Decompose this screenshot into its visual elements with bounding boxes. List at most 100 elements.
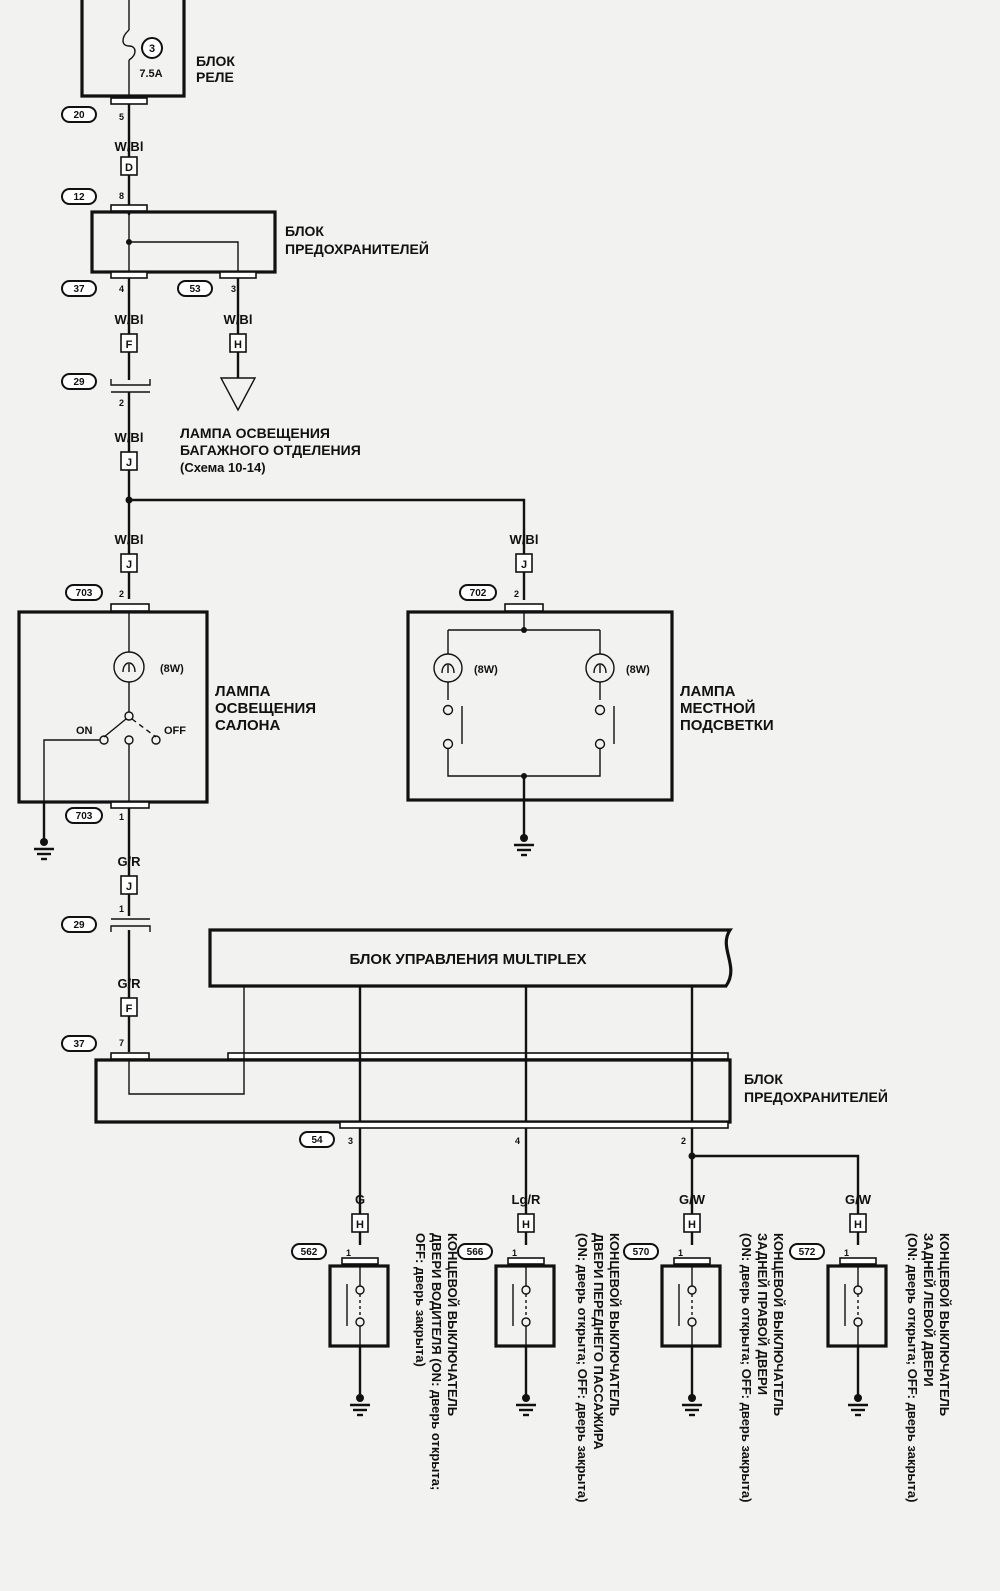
connector-12: 12: [61, 188, 97, 205]
svg-text:БЛОК УПРАВЛЕНИЯ MULTIPLEX: БЛОК УПРАВЛЕНИЯ MULTIPLEX: [350, 951, 587, 968]
svg-text:(ON: дверь открыта; OFF: дверь: (ON: дверь открыта; OFF: дверь закрыта): [739, 1233, 754, 1502]
svg-text:ЛАМПА: ЛАМПА: [215, 683, 271, 700]
svg-text:ON: ON: [76, 725, 93, 737]
svg-text:J: J: [126, 881, 132, 893]
svg-text:H: H: [522, 1219, 530, 1231]
multiplex-control-unit: БЛОК УПРАВЛЕНИЯ MULTIPLEX: [208, 928, 733, 988]
svg-text:САЛОНА: САЛОНА: [215, 717, 280, 734]
svg-text:(8W): (8W): [160, 663, 184, 675]
svg-text:КОНЦЕВОЙ ВЫКЛЮЧАТЕЛЬ: КОНЦЕВОЙ ВЫКЛЮЧАТЕЛЬ: [937, 1233, 952, 1416]
svg-text:W/Bl: W/Bl: [510, 532, 539, 547]
svg-text:ПОДСВЕТКИ: ПОДСВЕТКИ: [680, 717, 774, 734]
svg-text:H: H: [854, 1219, 862, 1231]
svg-text:1: 1: [119, 812, 124, 822]
svg-text:БАГАЖНОГО ОТДЕЛЕНИЯ: БАГАЖНОГО ОТДЕЛЕНИЯ: [180, 442, 361, 458]
connector-letter-j-2: J: [120, 553, 138, 573]
svg-text:2: 2: [119, 398, 124, 408]
svg-text:G/R: G/R: [117, 976, 141, 991]
svg-text:12: 12: [73, 192, 85, 203]
svg-text:1: 1: [119, 904, 124, 914]
svg-text:2: 2: [514, 589, 519, 599]
svg-text:W/Bl: W/Bl: [115, 312, 144, 327]
svg-text:ЗАДНЕЙ ПРАВОЙ ДВЕРИ: ЗАДНЕЙ ПРАВОЙ ДВЕРИ: [755, 1233, 770, 1395]
ground-icon: [514, 834, 534, 857]
fuse-block-2: БЛОК ПРЕДОХРАНИТЕЛЕЙ: [94, 986, 888, 1129]
svg-text:3: 3: [149, 43, 155, 55]
connector-letter-h-trunk: H: [229, 333, 247, 353]
fuse-block-1-label-2: ПРЕДОХРАНИТЕЛЕЙ: [285, 240, 429, 257]
svg-text:1: 1: [678, 1248, 683, 1258]
svg-text:J: J: [126, 457, 132, 469]
connector-bar: [110, 97, 148, 105]
connector-letter-h-1: H: [351, 1213, 369, 1233]
svg-text:ЗАДНЕЙ ЛЕВОЙ ДВЕРИ: ЗАДНЕЙ ЛЕВОЙ ДВЕРИ: [921, 1233, 936, 1387]
svg-text:53: 53: [189, 284, 201, 295]
fuse-block-1: БЛОК ПРЕДОХРАНИТЕЛЕЙ: [90, 204, 429, 279]
connector-53: 53: [177, 280, 213, 297]
connector-letter-j-3: J: [515, 553, 533, 573]
door-switch-rear-right: 570 1 КОНЦЕВОЙ ВЫКЛЮЧАТЕЛЬ ЗАДНЕЙ ПРАВОЙ…: [623, 1233, 786, 1502]
svg-text:G: G: [355, 1192, 365, 1207]
svg-text:OFF: OFF: [164, 725, 186, 737]
connector-37-top: 37: [61, 280, 97, 297]
svg-text:20: 20: [73, 110, 85, 121]
svg-text:29: 29: [73, 920, 85, 931]
svg-text:37: 37: [73, 284, 85, 295]
svg-text:G/R: G/R: [117, 854, 141, 869]
svg-text:37: 37: [73, 1039, 85, 1050]
door-switch-rear-left: 572 1 КОНЦЕВОЙ ВЫКЛЮЧАТЕЛЬ ЗАДНЕЙ ЛЕВОЙ …: [789, 1233, 952, 1502]
svg-text:4: 4: [515, 1136, 520, 1146]
connector-letter-h-4: H: [849, 1213, 867, 1233]
svg-text:(8W): (8W): [626, 664, 650, 676]
connector-29-top: 29: [61, 373, 151, 393]
door-switch-driver: 562 1 КОНЦЕВОЙ ВЫКЛЮЧАТЕЛЬ ДВЕРИ ВОДИТЕЛ…: [291, 1233, 460, 1490]
relay-block: 3 7.5A БЛОК РЕЛЕ: [80, 0, 235, 98]
svg-text:ЛАМПА ОСВЕЩЕНИЯ: ЛАМПА ОСВЕЩЕНИЯ: [180, 425, 330, 441]
fuse-number-circle: [141, 37, 163, 59]
relay-block-label-1: БЛОК: [196, 53, 235, 69]
connector-54: 54: [299, 1131, 335, 1148]
svg-text:H: H: [356, 1219, 364, 1231]
svg-text:54: 54: [311, 1135, 323, 1146]
svg-text:КОНЦЕВОЙ ВЫКЛЮЧАТЕЛЬ: КОНЦЕВОЙ ВЫКЛЮЧАТЕЛЬ: [445, 1233, 460, 1416]
connector-letter-h-3: H: [683, 1213, 701, 1233]
svg-text:БЛОК: БЛОК: [744, 1071, 783, 1087]
svg-text:F: F: [126, 339, 133, 351]
relay-block-label-2: РЕЛЕ: [196, 69, 234, 85]
connector-letter-f-bottom: F: [120, 997, 138, 1017]
svg-text:1: 1: [844, 1248, 849, 1258]
svg-text:H: H: [688, 1219, 696, 1231]
svg-text:J: J: [521, 559, 527, 571]
svg-text:W/Bl: W/Bl: [224, 312, 253, 327]
connector-letter-j-4: J: [120, 875, 138, 895]
door-switch-front-passenger: 566 1 КОНЦЕВОЙ ВЫКЛЮЧАТЕЛЬ ДВЕРИ ПЕРЕДНЕ…: [457, 1233, 622, 1502]
svg-text:МЕСТНОЙ: МЕСТНОЙ: [680, 699, 755, 717]
connector-letter-j-1: J: [120, 451, 138, 471]
connector-702: 702: [459, 584, 497, 601]
svg-text:5: 5: [119, 112, 124, 122]
svg-text:3: 3: [348, 1136, 353, 1146]
svg-text:8: 8: [119, 191, 124, 201]
svg-text:КОНЦЕВОЙ ВЫКЛЮЧАТЕЛЬ: КОНЦЕВОЙ ВЫКЛЮЧАТЕЛЬ: [771, 1233, 786, 1416]
svg-text:572: 572: [799, 1247, 816, 1258]
fuse-block-1-label-1: БЛОК: [285, 223, 324, 239]
svg-text:570: 570: [633, 1247, 650, 1258]
arrow-down-icon: [219, 377, 257, 412]
svg-text:G/W: G/W: [679, 1192, 706, 1207]
svg-text:1: 1: [512, 1248, 517, 1258]
svg-text:OFF: дверь закрыта): OFF: дверь закрыта): [413, 1233, 428, 1367]
ground-icon: [34, 802, 54, 861]
svg-text:ПРЕДОХРАНИТЕЛЕЙ: ПРЕДОХРАНИТЕЛЕЙ: [744, 1088, 888, 1105]
connector-703-bottom: 703: [65, 807, 103, 824]
svg-text:703: 703: [76, 811, 93, 822]
svg-text:КОНЦЕВОЙ ВЫКЛЮЧАТЕЛЬ: КОНЦЕВОЙ ВЫКЛЮЧАТЕЛЬ: [607, 1233, 622, 1416]
svg-text:2: 2: [681, 1136, 686, 1146]
svg-text:ДВЕРИ ПЕРЕДНЕГО ПАССАЖИРА: ДВЕРИ ПЕРЕДНЕГО ПАССАЖИРА: [591, 1233, 606, 1450]
wire-color-wbl: W/Bl: [115, 139, 144, 154]
svg-text:703: 703: [76, 588, 93, 599]
svg-text:W/Bl: W/Bl: [115, 430, 144, 445]
connector-letter-f-top: F: [120, 333, 138, 353]
svg-text:ДВЕРИ ВОДИТЕЛЯ (ON: дверь откр: ДВЕРИ ВОДИТЕЛЯ (ON: дверь открыта;: [429, 1233, 444, 1490]
svg-text:ЛАМПА: ЛАМПА: [680, 683, 736, 700]
connector-20: 20: [61, 106, 97, 123]
